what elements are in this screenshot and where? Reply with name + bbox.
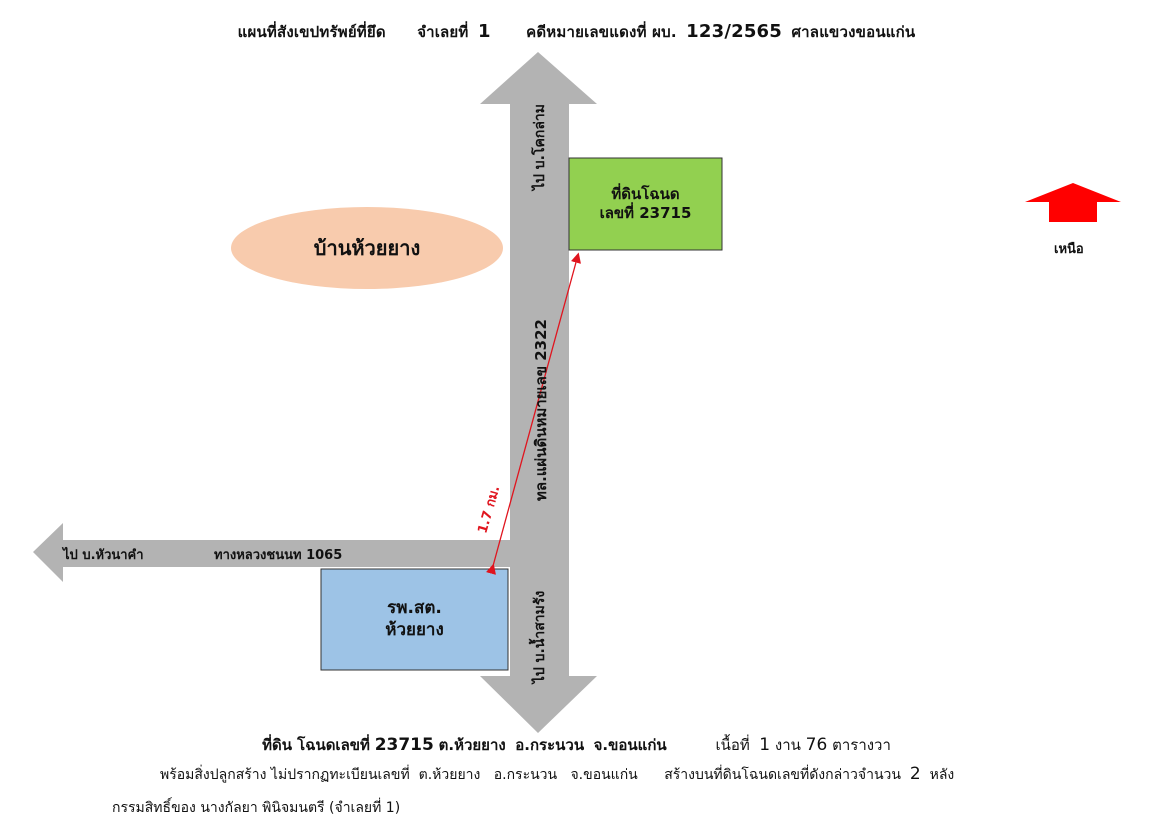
title-item-label: จำเลยที่ — [417, 23, 469, 41]
vertical-road-label: ทล.แผ่นดินหมายเลข 2322 — [532, 319, 550, 502]
footer-line2-province: จ.ขอนแก่น — [570, 767, 638, 783]
footer-line1: ที่ดิน โฉนดเลขที่ 23715 ต.ห้วยยาง อ.กระน… — [0, 733, 1153, 757]
west-destination-label: ไป บ.หัวนาคำ — [63, 548, 144, 563]
land-label-line1: ที่ดินโฉนด — [611, 185, 680, 204]
footer-area-wa: 76 — [805, 735, 828, 755]
title-case-prefix: ผบ. — [652, 23, 677, 41]
footer-structure-text: พร้อมสิ่งปลูกสร้าง ไม่ปรากฏทะเบียนเลขที่ — [160, 767, 410, 783]
footer-owner-line: กรรมสิทธิ์ของ นางกัลยา พินิจมนตรี (จำเลย… — [112, 800, 401, 816]
north-arrow-icon — [1025, 183, 1121, 222]
land-label: ที่ดินโฉนด เลขที่ 23715 — [569, 158, 722, 250]
footer-built-on-text: สร้างบนที่ดินโฉนดเลขที่ดังกล่าวจำนวน — [664, 767, 901, 783]
title-court: ศาลแขวงขอนแก่น — [791, 23, 916, 41]
footer-area-ngan: 1 — [759, 735, 771, 755]
footer-ngan-label: งาน — [774, 736, 801, 754]
map-title: แผนที่สังเขปทรัพย์ที่ยึด จำเลยที่ 1 คดีห… — [0, 20, 1153, 44]
footer-line2-district: อ.กระนวน — [493, 767, 558, 783]
footer-building-count: 2 — [909, 764, 921, 784]
footer-province: จ.ขอนแก่น — [593, 736, 667, 754]
footer-line2-subdistrict: ต.ห้วยยาง — [418, 767, 481, 783]
north-destination-label: ไป บ.โคกล่าม — [532, 103, 548, 191]
distance-line — [485, 252, 581, 575]
footer-deed-no: 23715 — [374, 735, 434, 755]
footer-district: อ.กระนวน — [515, 736, 585, 754]
footer-building-unit: หลัง — [929, 767, 955, 783]
village-label: บ้านห้วยยาง — [313, 235, 421, 260]
footer-area-label: เนื้อที่ — [715, 736, 750, 754]
title-case-no: 123/2565 — [686, 21, 783, 42]
hospital-box — [320, 568, 509, 671]
hospital-label: รพ.สต. ห้วยยาง — [321, 569, 508, 670]
horizontal-road — [33, 523, 512, 582]
hospital-label-line2: ห้วยยาง — [385, 619, 444, 640]
footer-wa-label: ตารางวา — [832, 736, 891, 754]
title-case-label: คดีหมายเลขแดงที่ — [526, 23, 647, 41]
village-ellipse — [231, 207, 503, 289]
horizontal-road-label: ทางหลวงชนนท 1065 — [214, 548, 343, 563]
title-part1: แผนที่สังเขปทรัพย์ที่ยึด — [237, 23, 386, 41]
footer-line2: พร้อมสิ่งปลูกสร้าง ไม่ปรากฏทะเบียนเลขที่… — [160, 764, 954, 786]
north-label: เหนือ — [1054, 242, 1084, 257]
title-item-no: 1 — [477, 21, 491, 42]
footer-subdistrict: ต.ห้วยยาง — [438, 736, 506, 754]
land-label-line2: เลขที่ 23715 — [599, 204, 692, 222]
south-destination-label: ไป บ.น้ำสามรัง — [532, 590, 548, 684]
hospital-label-line1: รพ.สต. — [387, 598, 442, 619]
footer-land-label: ที่ดิน โฉนดเลขที่ — [262, 736, 370, 754]
land-plot — [568, 157, 723, 251]
